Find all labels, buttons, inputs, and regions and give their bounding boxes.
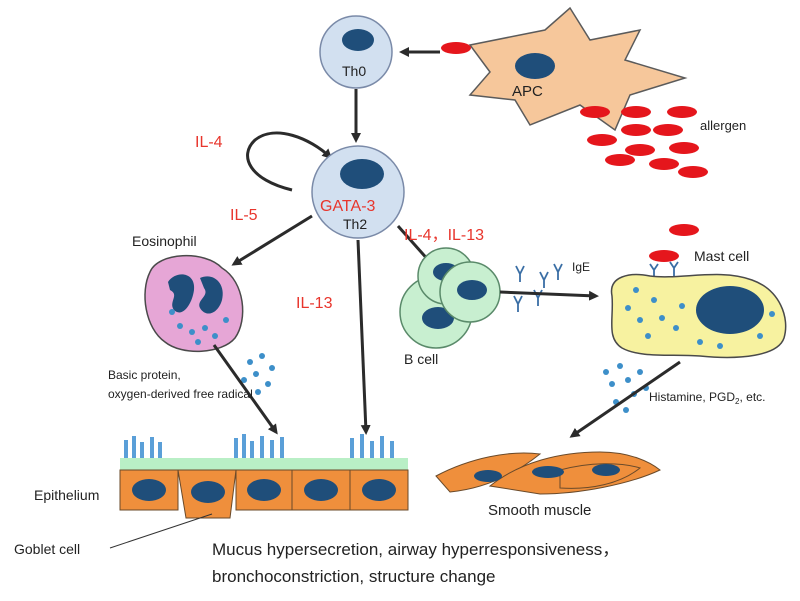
ige-label: IgE [572, 260, 590, 274]
apc-cell: APC [468, 6, 688, 132]
b-cell-label: B cell [404, 351, 438, 367]
th2-label: Th2 [343, 216, 367, 232]
allergen-label: allergen [700, 118, 746, 133]
apc-label: APC [512, 83, 543, 100]
smooth-muscle-label: Smooth muscle [488, 502, 591, 519]
outcome-line-1: Mucus hypersecretion, airway hyperrespon… [212, 540, 619, 559]
goblet-pointer-line [109, 513, 213, 549]
b-cell-cluster [399, 247, 501, 349]
eosinophil-cell [144, 255, 244, 352]
th2-nucleus [340, 159, 384, 189]
arrow-th2-bcell [396, 225, 432, 265]
th2-cell: GATA-3 Th2 [311, 145, 405, 239]
eosinophil-label: Eosinophil [132, 233, 197, 249]
il4-label: IL-4 [195, 134, 223, 151]
allergen-bound-mast [649, 250, 679, 262]
arrow-mast-smoothmuscle [569, 360, 681, 438]
epithelium [119, 434, 409, 519]
allergen-top [669, 224, 699, 236]
arrow-bcell-mastcell [499, 290, 599, 301]
smooth-muscle [435, 451, 661, 495]
il4-il13-label: IL-4，IL-13 [404, 227, 484, 244]
arrow-eosinophil-epithelium [212, 344, 278, 435]
il5-label: IL-5 [230, 207, 258, 224]
mast-cell-label: Mast cell [694, 248, 749, 264]
th0-label: Th0 [342, 63, 366, 79]
goblet-cell-label: Goblet cell [14, 541, 80, 557]
arrow-th2-epithelium [356, 239, 371, 435]
released-granules [241, 353, 275, 395]
allergen-particles [580, 106, 708, 178]
th0-nucleus [342, 29, 374, 51]
histamine-label: Histamine, PGD2, etc. [649, 390, 766, 406]
outcome-line-2: bronchoconstriction, structure change [212, 567, 496, 586]
histamine-granules [603, 363, 649, 413]
mast-cell [610, 273, 787, 359]
basic-protein-label-1: Basic protein, [108, 368, 181, 382]
mast-ige-receptors [649, 261, 679, 278]
basic-protein-label-2: oxygen-derived free radical [108, 387, 253, 401]
ige-antibodies [513, 263, 563, 312]
arrow-th2-eosinophil [231, 214, 313, 266]
apc-nucleus [515, 53, 555, 79]
gata3-label: GATA-3 [320, 198, 376, 215]
th0-cell: Th0 [319, 15, 393, 89]
mast-nucleus [696, 286, 764, 334]
arrow-il4-loop [246, 131, 333, 192]
il13-label: IL-13 [296, 295, 333, 312]
epithelium-label: Epithelium [34, 487, 99, 503]
allergen-bound [441, 42, 471, 54]
